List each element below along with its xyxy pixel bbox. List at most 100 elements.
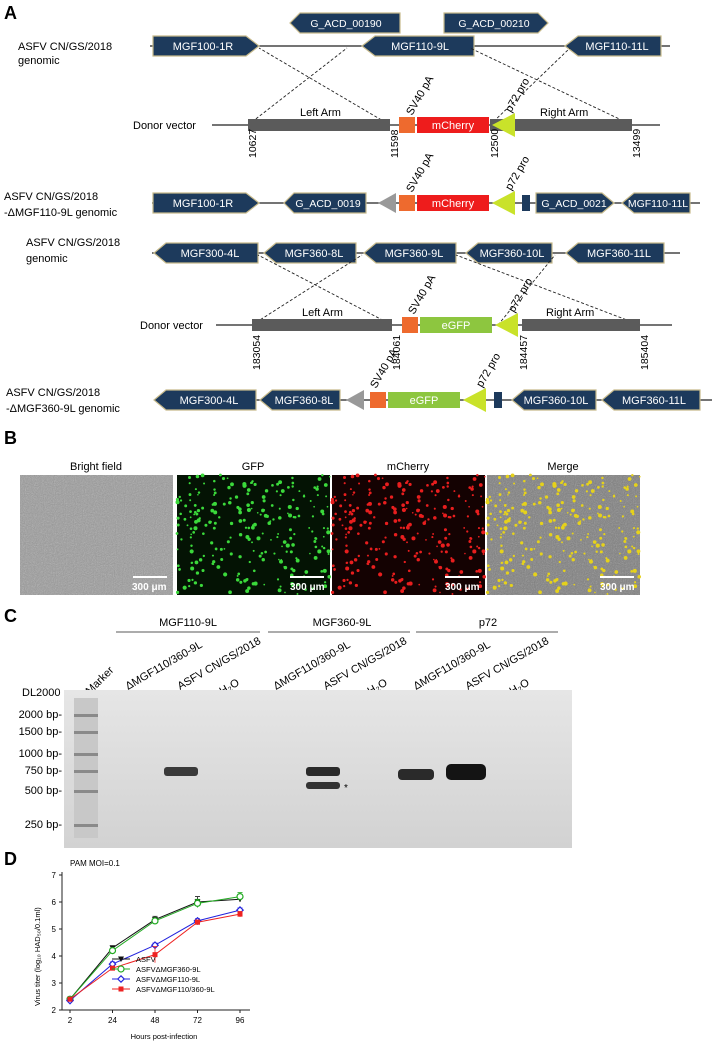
legend-label: ASFVΔMGF360-9L [136, 965, 201, 974]
ladder-tick: 1500 bp- [19, 726, 63, 738]
cell-dot [195, 571, 200, 575]
cell-dot [287, 512, 289, 515]
cell-dot [213, 493, 216, 496]
cell-dot [311, 530, 314, 533]
gene-arrow-mgf360-11l [565, 242, 665, 264]
cell-dot [452, 514, 456, 518]
cell-dot [246, 577, 249, 580]
cell-dot [540, 482, 544, 487]
cell-dot [320, 569, 324, 573]
cell-dot [482, 553, 485, 556]
panel-letter-c: C [4, 606, 17, 626]
construct-1: ASFV CN/GS/2018 genomic G_ACD_00190 G_AC… [4, 12, 700, 219]
gene-arrow-mgf300-4l-mut [153, 389, 257, 411]
cell-dot [350, 571, 355, 575]
cell-dot [573, 513, 578, 518]
cell-dot [625, 487, 629, 491]
micro-brightfield [20, 475, 173, 595]
right-arm-label: Right Arm [540, 107, 588, 119]
cell-dot [522, 560, 526, 564]
cell-dot [263, 583, 266, 586]
p72-promoter-arrow [495, 313, 518, 337]
cell-dot [580, 504, 584, 507]
cell-dot [446, 476, 449, 480]
gene-label: MGF360-11L [622, 395, 686, 407]
cell-dot [513, 482, 516, 485]
cell-dot [378, 572, 383, 577]
cell-dot [213, 510, 218, 515]
right-arm-label: Right Arm [546, 307, 594, 319]
cell-dot [253, 482, 257, 486]
cell-dot [488, 569, 491, 571]
coord-label: 183054 [251, 335, 263, 370]
data-point [67, 996, 73, 1002]
cell-dot [401, 503, 405, 507]
donor-vector-label: Donor vector [133, 120, 196, 132]
cell-dot [451, 593, 454, 595]
cell-dot [621, 587, 624, 591]
cell-dot [313, 555, 318, 560]
gene-arrow-mgf300-4l [153, 242, 259, 264]
cell-dot [508, 517, 511, 520]
cell-dot [228, 501, 232, 505]
cell-dot [592, 540, 597, 544]
cell-dot [416, 495, 421, 499]
cell-dot [405, 507, 408, 510]
cell-dot [407, 549, 410, 552]
cell-dot [175, 497, 180, 502]
cell-dot [193, 504, 197, 507]
cell-dot [210, 520, 212, 523]
cell-dot [238, 533, 243, 537]
construct-2: ASFV CN/GS/2018 genomic MGF300-4L MGF360… [6, 237, 712, 415]
cell-dot [499, 510, 502, 513]
reporter-label: mCherry [432, 198, 475, 210]
cell-dot [601, 485, 604, 488]
cell-dot [239, 580, 243, 584]
cell-dot [381, 477, 384, 480]
scale-label: 300 μm [290, 582, 325, 593]
panel-c: MGF110-9L MGF360-9L p72 Marker ΔMGF110/3… [19, 617, 572, 848]
cell-dot [390, 578, 395, 582]
cell-dot [468, 540, 472, 543]
gene-label: MGF110-11L [585, 41, 648, 53]
cell-dot [178, 569, 181, 571]
y-tick-label: 5 [52, 925, 57, 934]
cell-dot [323, 584, 328, 589]
cell-dot [279, 585, 282, 588]
cell-dot [571, 495, 576, 499]
cell-dot [183, 517, 187, 521]
cell-dot [218, 516, 221, 519]
ladder-name: DL2000 [22, 687, 61, 699]
cell-dot [510, 473, 515, 478]
cell-dot [343, 493, 347, 497]
cell-dot [333, 495, 336, 499]
cell-dot [475, 509, 480, 514]
cell-dot [316, 494, 319, 497]
reporter-label: eGFP [410, 395, 439, 407]
cell-dot [182, 585, 187, 590]
sv40pa-box [399, 117, 415, 133]
cell-dot [602, 498, 605, 502]
gene-label: MGF300-4L [180, 395, 239, 407]
cell-dot [480, 495, 483, 498]
cell-dot [315, 487, 319, 491]
cell-dot [588, 516, 592, 520]
y-tick-label: 2 [52, 1006, 57, 1015]
gene-arrow-mgf100-1r [152, 35, 260, 57]
cell-dot [486, 523, 490, 527]
cell-dot [296, 593, 299, 595]
ladder-tick: 500 bp- [25, 785, 63, 797]
cell-dot [349, 488, 352, 491]
cell-dot [253, 522, 257, 527]
cell-dot [405, 500, 409, 505]
cell-dot [499, 516, 502, 519]
y-tick-label: 4 [52, 952, 57, 961]
cell-dot [401, 508, 406, 513]
cell-dot [448, 533, 451, 536]
cell-dot [322, 546, 326, 550]
gene-label: MGF360-11L [587, 248, 651, 260]
y-tick-label: 7 [52, 871, 57, 880]
cell-dot [520, 509, 524, 513]
cell-dot [289, 536, 293, 540]
cell-dot [539, 521, 544, 526]
